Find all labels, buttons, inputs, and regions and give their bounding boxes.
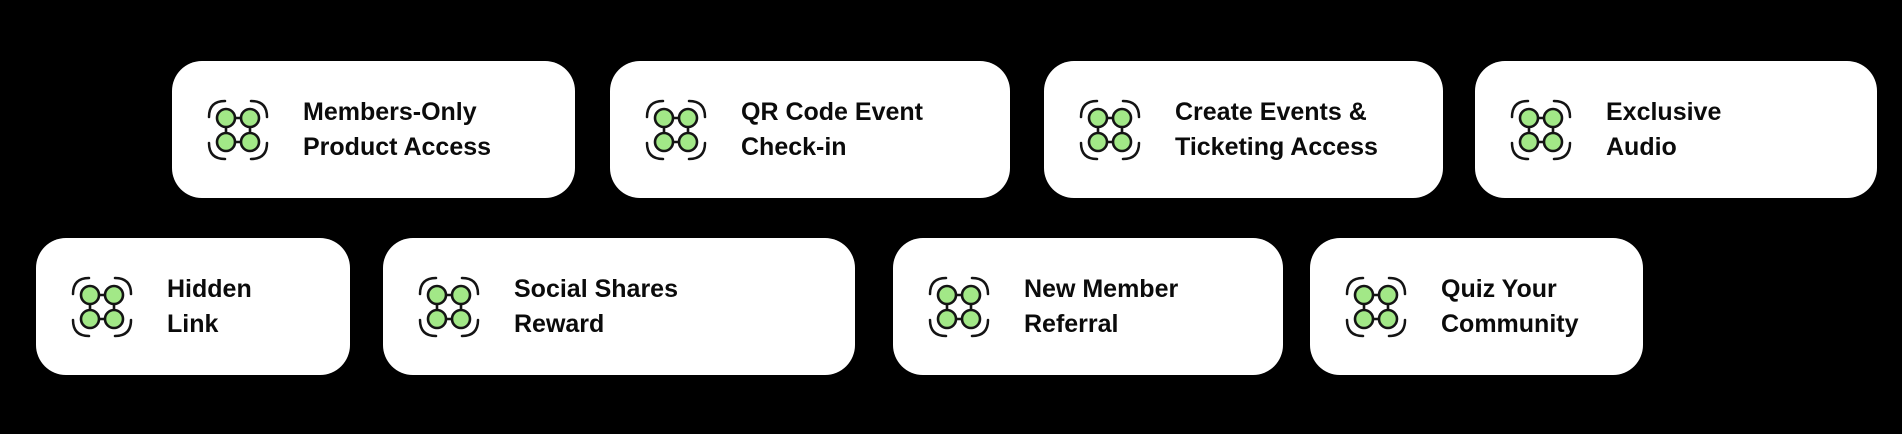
label-line-1: Create Events & xyxy=(1175,97,1367,126)
feature-card-hidden-link[interactable]: Hidden Link xyxy=(36,238,350,375)
qr-scan-icon xyxy=(924,273,994,341)
label-line-2: Reward xyxy=(514,309,605,338)
label-line-2: Community xyxy=(1441,309,1579,338)
feature-card-label: Create Events & Ticketing Access xyxy=(1175,95,1378,165)
label-line-1: Members-Only xyxy=(303,97,477,126)
label-line-2: Referral xyxy=(1024,309,1119,338)
feature-card-label: New Member Referral xyxy=(1024,272,1178,342)
feature-card-create-events-ticketing[interactable]: Create Events & Ticketing Access xyxy=(1044,61,1443,198)
label-line-1: Quiz Your xyxy=(1441,274,1557,303)
label-line-2: Check-in xyxy=(741,132,847,161)
label-line-1: Social Shares xyxy=(514,274,678,303)
feature-card-new-member-referral[interactable]: New Member Referral xyxy=(893,238,1283,375)
feature-card-label: Exclusive Audio xyxy=(1606,95,1721,165)
label-line-2: Link xyxy=(167,309,219,338)
feature-card-members-only-product-access[interactable]: Members-Only Product Access xyxy=(172,61,575,198)
feature-card-qr-code-event-check-in[interactable]: QR Code Event Check-in xyxy=(610,61,1010,198)
qr-scan-icon xyxy=(414,273,484,341)
feature-card-label: Social Shares Reward xyxy=(514,272,678,342)
label-line-2: Product Access xyxy=(303,132,492,161)
qr-scan-icon xyxy=(67,273,137,341)
label-line-1: New Member xyxy=(1024,274,1179,303)
qr-scan-icon xyxy=(641,96,711,164)
label-line-2: Ticketing Access xyxy=(1175,132,1378,161)
label-line-1: Exclusive xyxy=(1606,97,1722,126)
feature-card-quiz-your-community[interactable]: Quiz Your Community xyxy=(1310,238,1643,375)
label-line-1: QR Code Event xyxy=(741,97,923,126)
qr-scan-icon xyxy=(1075,96,1145,164)
qr-scan-icon xyxy=(203,96,273,164)
label-line-2: Audio xyxy=(1606,132,1677,161)
label-line-1: Hidden xyxy=(167,274,252,303)
qr-scan-icon xyxy=(1341,273,1411,341)
feature-card-label: Quiz Your Community xyxy=(1441,272,1579,342)
feature-card-social-shares-reward[interactable]: Social Shares Reward xyxy=(383,238,855,375)
qr-scan-icon xyxy=(1506,96,1576,164)
feature-card-exclusive-audio[interactable]: Exclusive Audio xyxy=(1475,61,1877,198)
feature-card-label: QR Code Event Check-in xyxy=(741,95,923,165)
feature-card-label: Hidden Link xyxy=(167,272,252,342)
feature-card-label: Members-Only Product Access xyxy=(303,95,491,165)
